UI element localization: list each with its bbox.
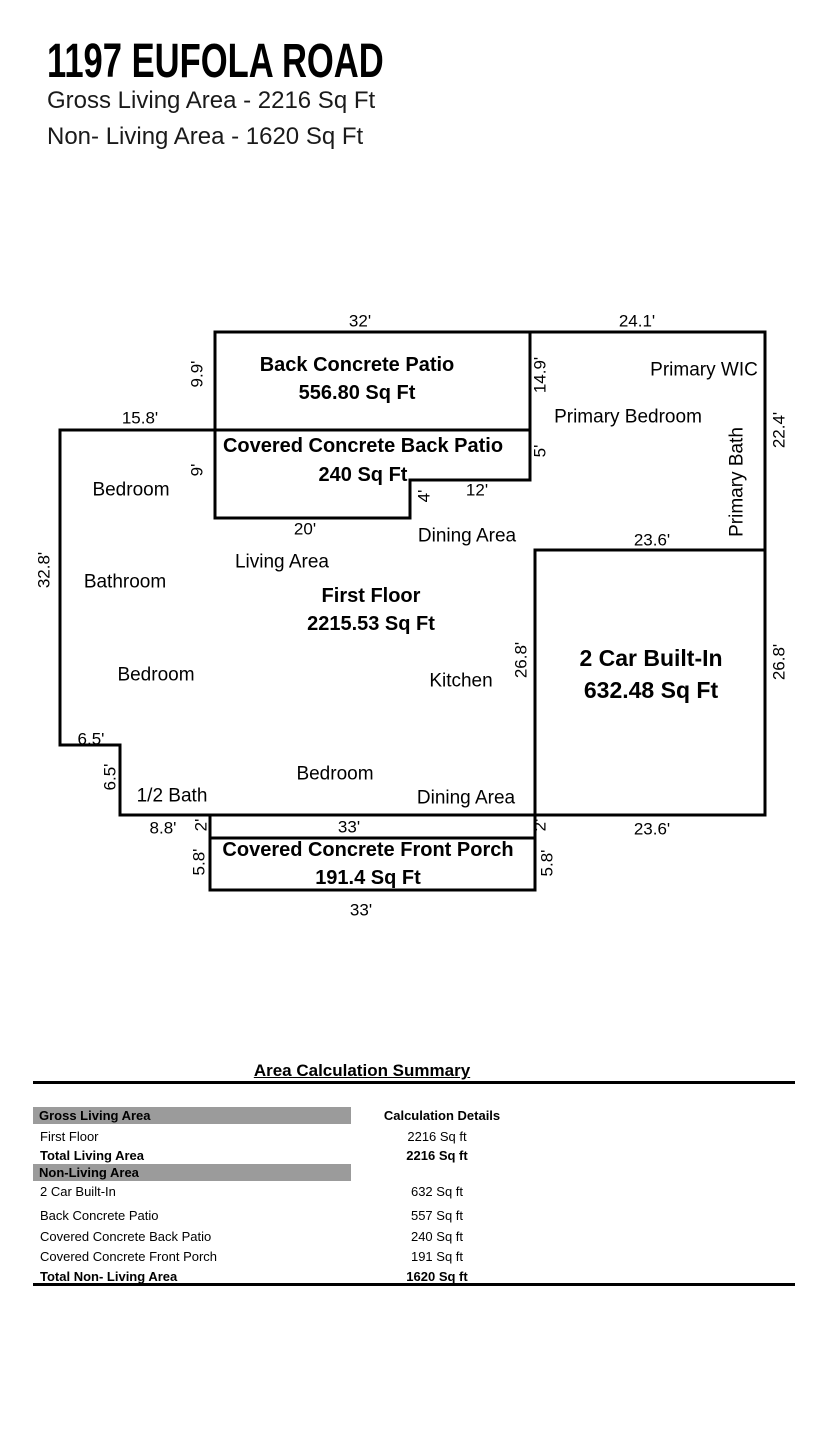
back-patio-sqft: 556.80 Sq Ft <box>299 382 416 404</box>
table-row: Covered Concrete Back Patio 240 Sq ft <box>33 1228 795 1245</box>
dim-garage-left: 26.8' <box>512 642 531 678</box>
row-label: Total Living Area <box>40 1148 145 1163</box>
summary-title: Area Calculation Summary <box>253 1061 471 1080</box>
room-dining-area-1: Dining Area <box>418 526 517 547</box>
row-value: 2216 Sq ft <box>407 1129 467 1144</box>
room-dining-area-2: Dining Area <box>417 788 516 809</box>
page-title: 1197 EUFOLA ROAD <box>47 35 384 88</box>
first-floor-label: First Floor <box>322 585 421 607</box>
non-living-area-subtitle: Non- Living Area - 1620 Sq Ft <box>47 123 364 150</box>
table-row: Back Concrete Patio 557 Sq ft <box>33 1207 795 1224</box>
dim-porch-offset-left: 2' <box>192 819 211 832</box>
dim-porch-top: 33' <box>338 818 360 837</box>
dim-garage-bottom: 23.6' <box>634 820 670 839</box>
dim-notch-vertical: 6.5' <box>101 764 120 791</box>
row-label: Total Non- Living Area <box>40 1269 178 1284</box>
garage-label: 2 Car Built-In <box>579 645 722 671</box>
dim-notch-horizontal: 6.5' <box>78 730 105 749</box>
row-value: 557 Sq ft <box>410 1208 464 1223</box>
dim-garage-top: 23.6' <box>634 531 670 550</box>
dim-porch-side-left: 5.8' <box>190 849 209 876</box>
dim-bottom-left: 8.8' <box>150 819 177 838</box>
row-label: Covered Concrete Back Patio <box>40 1229 212 1244</box>
room-kitchen: Kitchen <box>429 671 492 692</box>
dim-covered-patio-left: 9' <box>188 464 207 477</box>
covered-back-patio-label: Covered Concrete Back Patio <box>223 435 503 457</box>
row-value: 1620 Sq ft <box>406 1269 468 1284</box>
dim-porch-offset-right: 2' <box>531 819 550 832</box>
table-row: 2 Car Built-In 632 Sq ft <box>33 1183 795 1200</box>
dim-patio-top: 32' <box>349 312 371 331</box>
row-label: 2 Car Built-In <box>40 1184 116 1199</box>
row-label: Back Concrete Patio <box>40 1208 159 1223</box>
dim-left-side: 32.8' <box>35 552 54 588</box>
dim-patio-right: 14.9' <box>531 357 550 393</box>
floor-plan: Back Concrete Patio 556.80 Sq Ft Covered… <box>35 312 789 920</box>
table-row-total-living: Total Living Area 2216 Sq ft <box>33 1147 795 1164</box>
room-bathroom: Bathroom <box>84 572 166 593</box>
table-row-total-nonliving: Total Non- Living Area 1620 Sq ft <box>33 1268 795 1285</box>
row-label: Covered Concrete Front Porch <box>40 1249 218 1264</box>
front-porch-sqft: 191.4 Sq Ft <box>315 867 421 889</box>
room-bedroom-2: Bedroom <box>117 665 194 686</box>
table-row: First Floor 2216 Sq ft <box>33 1128 795 1145</box>
gross-living-area-subtitle: Gross Living Area - 2216 Sq Ft <box>47 87 376 114</box>
dim-porch-bottom: 33' <box>350 901 372 920</box>
row-value: 191 Sq ft <box>410 1249 464 1264</box>
nonliving-header-row: Non-Living Area <box>33 1164 795 1181</box>
dim-right-upper: 22.4' <box>770 412 789 448</box>
room-bedroom-1: Bedroom <box>92 480 169 501</box>
summary-top-rule <box>33 1081 795 1084</box>
living-section-band: Gross Living Area <box>33 1107 351 1124</box>
back-patio-label: Back Concrete Patio <box>260 354 455 376</box>
first-floor-sqft: 2215.53 Sq Ft <box>307 613 435 635</box>
covered-back-patio-sqft: 240 Sq Ft <box>319 464 408 486</box>
dim-step-vertical: 4' <box>415 490 434 503</box>
floor-plan-walls <box>58 330 767 892</box>
room-living-area: Living Area <box>235 552 329 573</box>
summary-header-row: Gross Living Area Calculation Details <box>33 1107 795 1124</box>
row-value: 632 Sq ft <box>410 1184 464 1199</box>
room-half-bath: 1/2 Bath <box>137 786 208 807</box>
dim-porch-side-right: 5.8' <box>538 850 557 877</box>
dim-house-top: 15.8' <box>122 409 158 428</box>
garage-sqft: 632.48 Sq Ft <box>584 677 719 703</box>
summary-bottom-rule <box>33 1283 795 1286</box>
table-row: Covered Concrete Front Porch 191 Sq ft <box>33 1248 795 1265</box>
dim-covered-patio-right: 5' <box>531 445 550 458</box>
room-primary-bath: Primary Bath <box>727 427 748 537</box>
dim-covered-patio-bottom: 20' <box>294 520 316 539</box>
room-bedroom-3: Bedroom <box>296 764 373 785</box>
dim-step-horizontal: 12' <box>466 481 488 500</box>
details-column-header: Calculation Details <box>383 1108 501 1123</box>
room-primary-bedroom: Primary Bedroom <box>554 407 702 428</box>
dim-patio-left: 9.9' <box>188 361 207 388</box>
nonliving-section-band: Non-Living Area <box>33 1164 351 1181</box>
dim-primary-top: 24.1' <box>619 312 655 331</box>
front-porch-label: Covered Concrete Front Porch <box>222 839 513 861</box>
room-primary-wic: Primary WIC <box>650 360 758 381</box>
row-value: 240 Sq ft <box>410 1229 464 1244</box>
area-calculation-summary: Area Calculation Summary Gross Living Ar… <box>33 1061 795 1291</box>
row-label: First Floor <box>40 1129 99 1144</box>
row-value: 2216 Sq ft <box>406 1148 468 1163</box>
dim-garage-right: 26.8' <box>770 644 789 680</box>
